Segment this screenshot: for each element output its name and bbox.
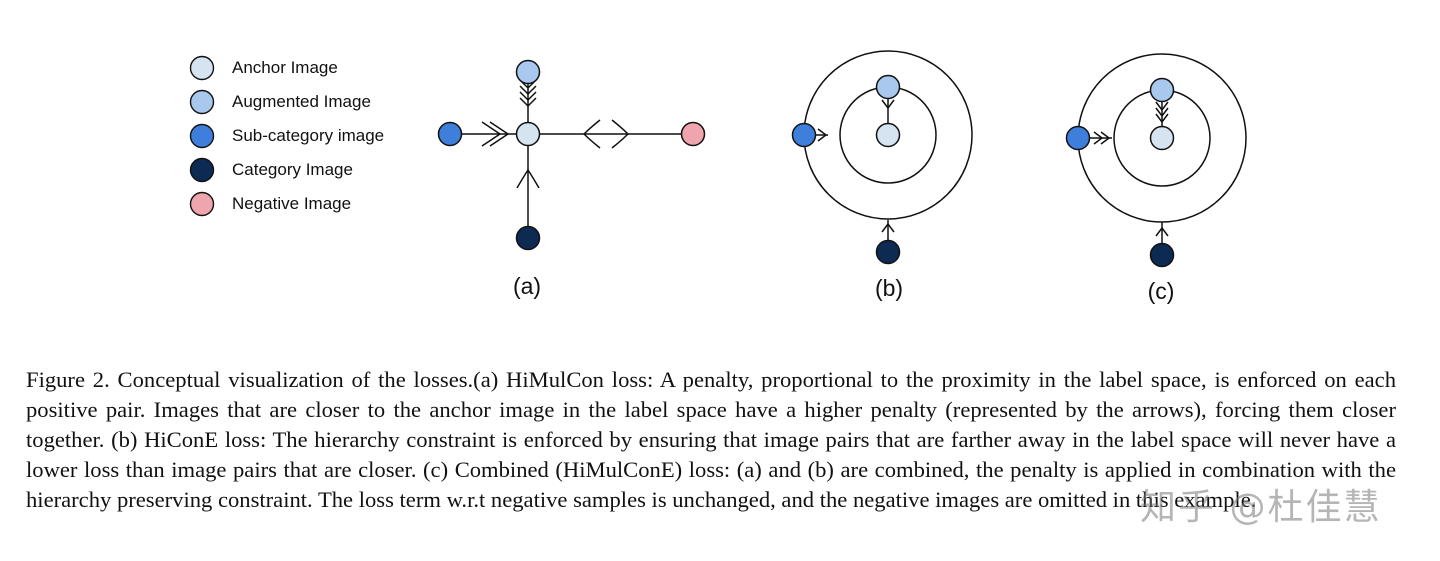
augmented-node — [515, 59, 541, 85]
legend-item-negative: Negative Image — [189, 191, 351, 217]
negative-swatch — [189, 191, 215, 217]
legend-item-augmented: Augmented Image — [189, 89, 371, 115]
panel-label-a: (a) — [513, 273, 541, 299]
figure-caption: Figure 2. Conceptual visualization of th… — [26, 365, 1396, 515]
anchor-node — [1149, 125, 1175, 151]
caption-text: Figure 2. Conceptual visualization of th… — [26, 367, 1396, 512]
augmented-node — [875, 74, 901, 100]
legend-label-anchor: Anchor Image — [232, 58, 338, 77]
category-node — [1149, 242, 1175, 268]
panel-c — [1065, 53, 1247, 268]
watermark: 知乎 @杜佳慧 — [1140, 487, 1382, 528]
category-swatch — [189, 157, 215, 183]
legend-item-anchor: Anchor Image — [189, 55, 338, 81]
panel-label-c: (c) — [1148, 278, 1175, 304]
legend-item-category: Category Image — [189, 157, 353, 183]
panel-a — [437, 59, 706, 251]
subcategory-node — [437, 121, 463, 147]
augmented-node — [1149, 77, 1175, 103]
anchor-node — [875, 122, 901, 148]
anchor-node — [515, 121, 541, 147]
subcategory-node — [1065, 125, 1091, 151]
subcategory-node — [791, 122, 817, 148]
legend-label-category: Category Image — [232, 160, 353, 179]
legend-item-subcategory: Sub-category image — [189, 123, 384, 149]
subcategory-swatch — [189, 123, 215, 149]
augmented-swatch — [189, 89, 215, 115]
category-node — [875, 239, 901, 265]
legend: Anchor Image Augmented Image Sub-categor… — [189, 55, 384, 217]
category-node — [515, 225, 541, 251]
panel-b — [791, 50, 973, 265]
negative-node — [680, 121, 706, 147]
anchor-swatch — [189, 55, 215, 81]
figure-diagram: Anchor Image Augmented Image Sub-categor… — [189, 50, 1247, 304]
legend-label-negative: Negative Image — [232, 194, 351, 213]
legend-label-augmented: Augmented Image — [232, 92, 371, 111]
panel-label-b: (b) — [875, 275, 903, 301]
legend-label-subcategory: Sub-category image — [232, 126, 384, 145]
